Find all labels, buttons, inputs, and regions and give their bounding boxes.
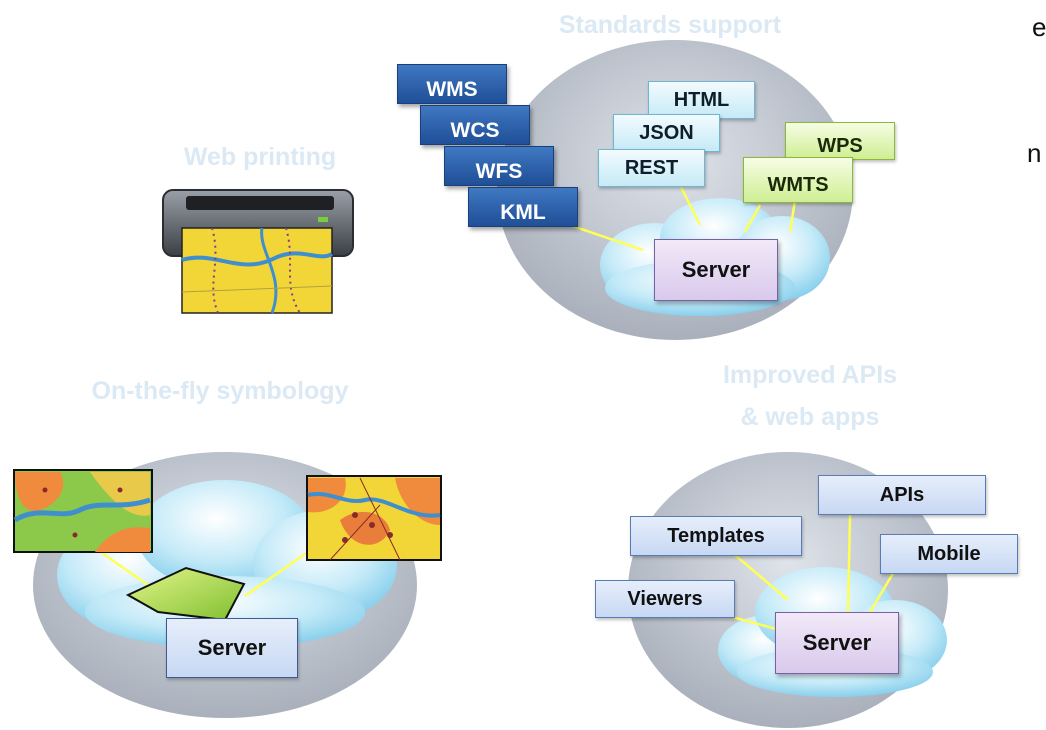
web-apps-heading: & web apps [740, 403, 880, 431]
cut-off-text-fragment: e [1032, 12, 1046, 42]
service-box-wms: WMS [397, 64, 507, 104]
app-box-templates: Templates [630, 516, 802, 556]
standards-server-box: Server [654, 239, 778, 301]
service-box-wfs: WFS [444, 146, 554, 186]
symbology-map-thumbnail-right [306, 475, 442, 561]
symbology-map-thumbnail-left [13, 469, 153, 553]
format-box-html: HTML [648, 81, 755, 119]
symbology-rendering-slab [125, 566, 246, 622]
cut-off-text-fragment: n [1027, 138, 1042, 168]
web-printing-heading: Web printing [183, 143, 337, 171]
apis-server-box: Server [775, 612, 899, 674]
app-box-viewers: Viewers [595, 580, 735, 618]
service-box-wcs: WCS [420, 105, 530, 145]
format-box-rest: REST [598, 149, 705, 187]
improved-apis-heading: Improved APIs [722, 361, 898, 389]
on-the-fly-symbology-heading: On-the-fly symbology [91, 377, 349, 405]
printer-icon [162, 189, 354, 314]
process-box-wps: WPS [785, 122, 895, 160]
process-box-wmts: WMTS [743, 157, 853, 203]
standards-support-heading: Standards support [558, 11, 782, 39]
symbology-server-box: Server [166, 618, 298, 678]
app-box-mobile: Mobile [880, 534, 1018, 574]
format-box-json: JSON [613, 114, 720, 152]
service-box-kml: KML [468, 187, 578, 227]
app-box-apis: APIs [818, 475, 986, 515]
